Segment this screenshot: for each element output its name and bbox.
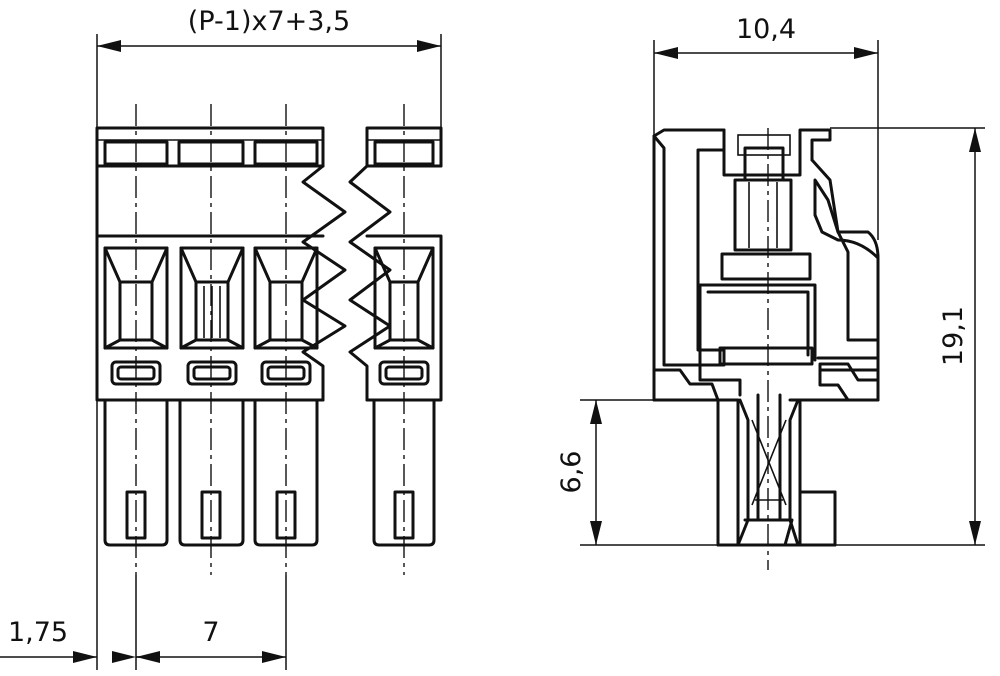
side-pin (716, 398, 837, 547)
side-top-latch (722, 128, 832, 177)
break-line-left (301, 164, 347, 402)
dim-overall-width-label: (P-1)x7+3,5 (188, 6, 350, 37)
release-slots (110, 360, 430, 386)
dim-height-label: 19,1 (938, 306, 969, 366)
front-center-lines (135, 104, 405, 575)
dim-edge-offset-label: 1,75 (8, 617, 68, 648)
dim-pitch-label: 7 (202, 617, 219, 648)
pins (103, 398, 436, 547)
side-clamp (698, 283, 817, 397)
side-view (652, 128, 880, 570)
break-line-right (348, 164, 392, 402)
front-top-strip (95, 126, 325, 168)
side-outer-wall (652, 128, 726, 367)
dimension-labels: (P-1)x7+3,5 10,4 19,1 6,6 1,75 7 (8, 6, 969, 648)
dimension-lines (0, 34, 985, 670)
front-view (95, 104, 443, 575)
terminal-windows (103, 246, 435, 350)
dim-side-width-label: 10,4 (736, 14, 796, 45)
dim-pin-length-label: 6,6 (556, 451, 587, 494)
